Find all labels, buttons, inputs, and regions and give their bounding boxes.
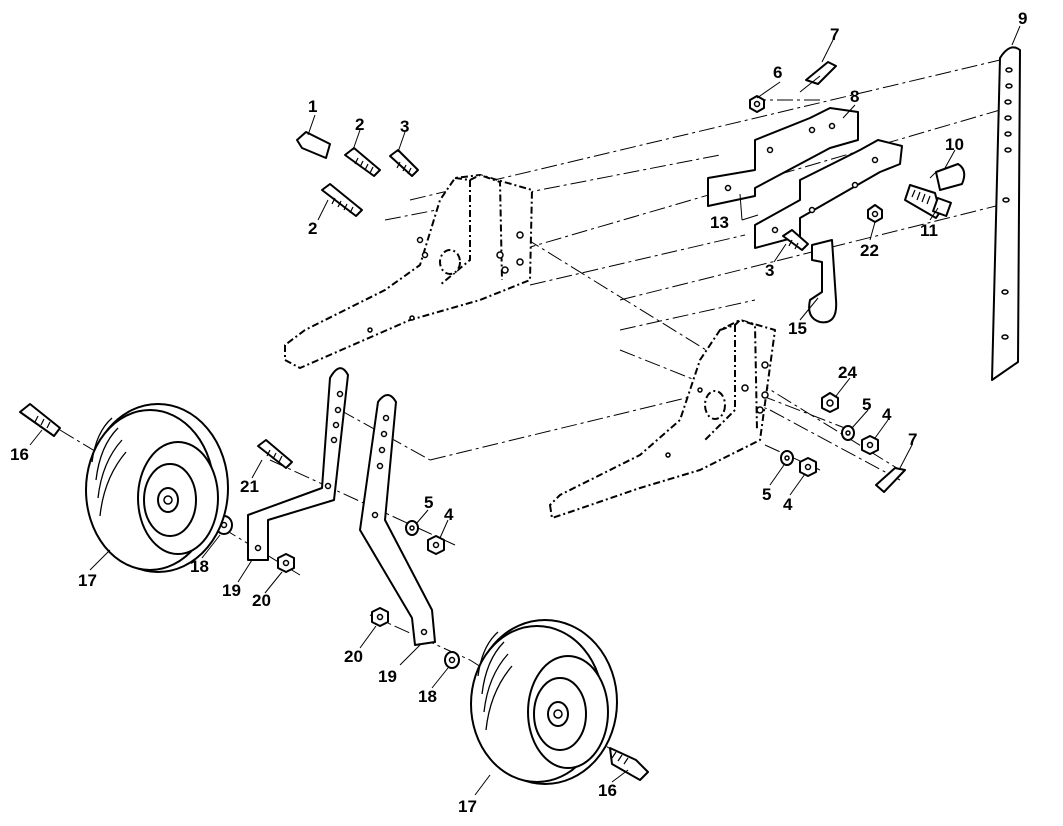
- left-hitch-plate: [285, 175, 532, 368]
- callout-22: 22: [860, 241, 879, 260]
- callout-3: 3: [765, 261, 774, 280]
- callout-7: 7: [908, 430, 917, 449]
- callout-21: 21: [240, 477, 259, 496]
- wheel-bracket-left: [248, 368, 348, 560]
- callout-4: 4: [783, 495, 793, 514]
- callout-15: 15: [788, 319, 807, 338]
- callout-5: 5: [862, 395, 871, 414]
- callout-10: 10: [945, 135, 964, 154]
- callout-8: 8: [850, 87, 859, 106]
- callout-3: 3: [400, 117, 409, 136]
- callout-5: 5: [424, 493, 433, 512]
- wheel-bracket-right: [360, 395, 435, 645]
- callout-18: 18: [190, 557, 209, 576]
- callout-17: 17: [78, 571, 97, 590]
- wheel-left: [86, 404, 228, 572]
- callout-1: 1: [308, 97, 317, 116]
- hook-part: [809, 240, 836, 322]
- callout-7: 7: [830, 25, 839, 44]
- wheel-right: [471, 620, 617, 784]
- callout-20: 20: [252, 591, 271, 610]
- callout-11: 11: [920, 221, 938, 240]
- callout-13: 13: [710, 213, 729, 232]
- callout-16: 16: [10, 445, 29, 464]
- callout-20: 20: [344, 647, 363, 666]
- callout-16: 16: [598, 781, 617, 800]
- vertical-adjust-bar: [992, 47, 1020, 380]
- callout-6: 6: [773, 63, 782, 82]
- callout-9: 9: [1018, 9, 1027, 28]
- callout-2: 2: [308, 219, 317, 238]
- callout-17: 17: [458, 797, 477, 816]
- callout-4: 4: [444, 505, 454, 524]
- callout-4: 4: [882, 405, 892, 424]
- right-hitch-plate: [550, 320, 775, 518]
- callout-5: 5: [762, 485, 771, 504]
- callout-18: 18: [418, 687, 437, 706]
- callout-19: 19: [378, 667, 397, 686]
- pin-part: [905, 164, 964, 218]
- callout-24: 24: [838, 363, 857, 382]
- upper-link-brackets: [708, 108, 902, 248]
- callout-2: 2: [355, 115, 364, 134]
- callout-19: 19: [222, 581, 241, 600]
